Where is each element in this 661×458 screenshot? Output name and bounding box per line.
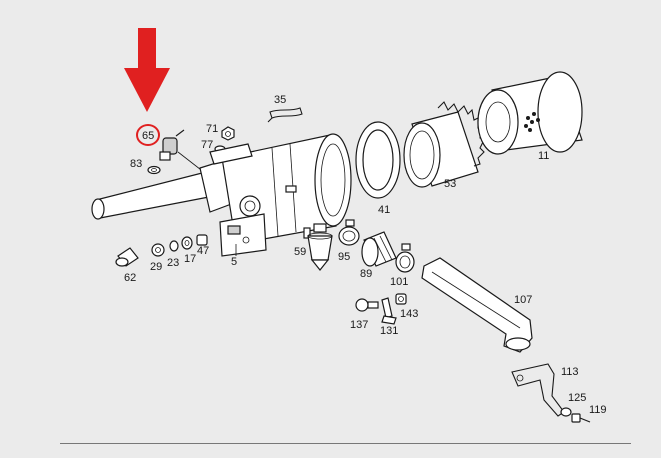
label-part-113[interactable]: 113 — [561, 366, 579, 378]
part-143-nut — [395, 293, 407, 305]
label-part-95[interactable]: 95 — [338, 251, 351, 263]
part-47-bushing — [196, 234, 208, 246]
label-part-131[interactable]: 131 — [380, 325, 399, 337]
label-part-41[interactable]: 41 — [378, 204, 391, 216]
part-23-washer — [169, 240, 179, 252]
part-11-filter-element — [477, 71, 583, 155]
part-59-dust-valve — [307, 223, 333, 271]
part-89-hose — [361, 231, 397, 267]
part-107-intake-duct — [421, 257, 533, 353]
label-part-137[interactable]: 137 — [350, 319, 369, 331]
label-part-59[interactable]: 59 — [294, 246, 307, 258]
label-part-83[interactable]: 83 — [130, 158, 143, 170]
label-part-119[interactable]: 119 — [589, 404, 607, 416]
part-29-nut — [151, 243, 165, 257]
part-83-washer — [147, 165, 161, 175]
part-71-nut — [221, 126, 235, 141]
label-part-17[interactable]: 17 — [184, 253, 197, 265]
label-part-107[interactable]: 107 — [514, 294, 533, 306]
label-part-53[interactable]: 53 — [444, 178, 457, 190]
highlight-circle — [136, 124, 160, 146]
bottom-divider — [60, 443, 631, 444]
part-95-clamp — [338, 219, 360, 246]
label-part-47[interactable]: 47 — [197, 245, 210, 257]
label-part-11[interactable]: 11 — [538, 150, 550, 162]
label-part-89[interactable]: 89 — [360, 268, 373, 280]
label-part-5[interactable]: 5 — [231, 256, 238, 268]
part-119-bolt — [571, 413, 591, 423]
label-part-143[interactable]: 143 — [400, 308, 419, 320]
label-part-29[interactable]: 29 — [150, 261, 163, 273]
part-17-washer — [181, 236, 193, 250]
part-113-bracket — [511, 363, 565, 417]
label-part-71[interactable]: 71 — [206, 123, 219, 135]
label-part-23[interactable]: 23 — [167, 257, 180, 269]
part-62-cap — [115, 247, 139, 267]
part-53-prefilter — [403, 101, 485, 188]
highlight-arrow — [124, 28, 170, 112]
part-125-washer — [560, 407, 572, 417]
label-part-65[interactable]: 65 — [142, 130, 155, 142]
label-part-62[interactable]: 62 — [124, 272, 137, 284]
part-65-indicator — [159, 129, 185, 161]
label-part-77[interactable]: 77 — [201, 139, 214, 151]
part-137-screw — [355, 298, 379, 312]
part-101-clamp — [395, 243, 415, 273]
part-41-seal-ring — [355, 121, 401, 199]
part-5-housing — [91, 133, 352, 257]
label-part-35[interactable]: 35 — [274, 94, 287, 106]
part-131-bracket — [381, 297, 397, 325]
label-part-101[interactable]: 101 — [390, 276, 409, 288]
label-part-125[interactable]: 125 — [568, 392, 587, 404]
part-35-clip — [267, 107, 303, 123]
